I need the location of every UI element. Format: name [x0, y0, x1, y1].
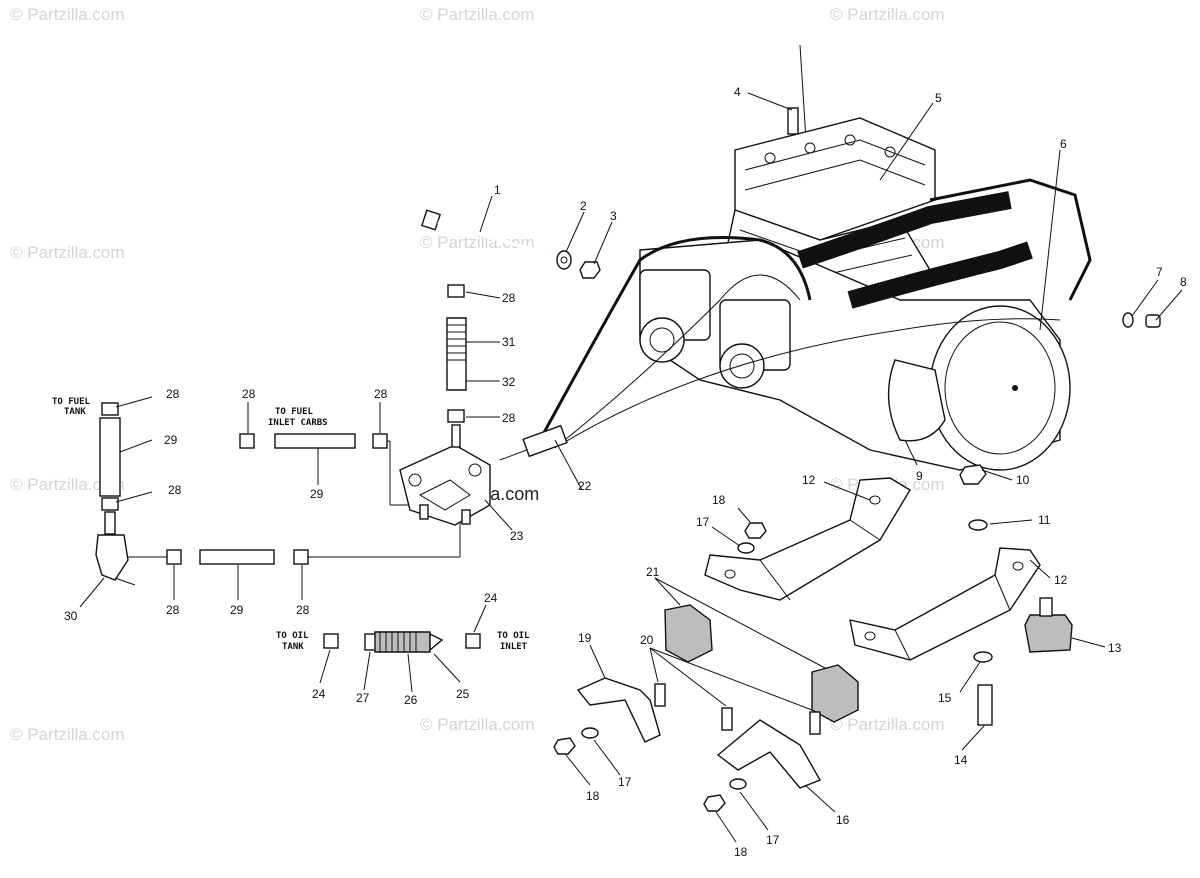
watermark: © Partzilla.com — [10, 243, 125, 262]
callout-28: 28 — [168, 483, 182, 497]
callout-1: 1 — [494, 183, 501, 197]
watermark: © Partzilla.com — [10, 475, 125, 494]
callout-17: 17 — [618, 775, 632, 789]
callout-18: 18 — [734, 845, 748, 859]
callout-24: 24 — [484, 591, 498, 605]
label-to-oil-tank: TO OIL — [276, 631, 309, 641]
oil-line — [323, 631, 481, 653]
watermark: © Partzilla.com — [420, 233, 535, 252]
label-to-oil-inlet: TO OIL — [497, 631, 530, 641]
callout-28: 28 — [242, 387, 256, 401]
callout-13: 13 — [1108, 641, 1122, 655]
watermark: © Partzilla.com — [420, 715, 535, 734]
watermark: © Partzilla.com — [420, 5, 535, 24]
leader-lines — [79, 92, 1183, 843]
callout-4: 4 — [734, 85, 741, 99]
callout-14: 14 — [954, 753, 968, 767]
callout-28: 28 — [374, 387, 388, 401]
direction-labels: TO FUEL TANK TO FUEL INLET CARBS TO OIL … — [52, 397, 530, 652]
callout-24: 24 — [312, 687, 326, 701]
engine-mounts — [704, 477, 1041, 661]
callout-29: 29 — [230, 603, 244, 617]
watermark: © Partzilla.com — [830, 5, 945, 24]
callout-2: 2 — [580, 199, 587, 213]
engine-illustration — [499, 44, 1161, 471]
callout-19: 19 — [578, 631, 592, 645]
callout-3: 3 — [610, 209, 617, 223]
callout-17: 17 — [766, 833, 780, 847]
callout-28: 28 — [166, 603, 180, 617]
callout-32: 32 — [502, 375, 516, 389]
label-to-fuel-inlet: TO FUEL — [275, 407, 314, 417]
bolt-assembly — [420, 209, 601, 279]
label-to-fuel-tank: TANK — [64, 407, 86, 417]
callout-17: 17 — [696, 515, 710, 529]
callout-25: 25 — [456, 687, 470, 701]
callout-16: 16 — [836, 813, 850, 827]
callout-9: 9 — [916, 469, 923, 483]
callout-28: 28 — [502, 411, 516, 425]
callout-numbers: 1 2 3 4 5 6 7 8 9 10 11 12 12 13 14 15 1… — [64, 85, 1187, 859]
callout-28: 28 — [166, 387, 180, 401]
callout-26: 26 — [404, 693, 418, 707]
watermark: © Partzilla.com — [10, 725, 125, 744]
callout-23: 23 — [510, 529, 524, 543]
callout-30: 30 — [64, 609, 78, 623]
callout-20: 20 — [640, 633, 654, 647]
label-to-oil-tank: TANK — [282, 642, 304, 652]
callout-29: 29 — [310, 487, 324, 501]
callout-28: 28 — [296, 603, 310, 617]
callout-12: 12 — [1054, 573, 1068, 587]
watermark: © Partzilla.com — [10, 5, 125, 24]
label-to-fuel-inlet: INLET CARBS — [268, 418, 328, 428]
callout-21: 21 — [646, 565, 660, 579]
callout-12: 12 — [802, 473, 816, 487]
callout-22: 22 — [578, 479, 592, 493]
label-to-oil-inlet: INLET — [500, 642, 528, 652]
callout-29: 29 — [164, 433, 178, 447]
mount-hardware — [553, 464, 1073, 812]
callout-31: 31 — [502, 335, 516, 349]
callout-18: 18 — [712, 493, 726, 507]
callout-27: 27 — [356, 691, 370, 705]
label-to-fuel-tank: TO FUEL — [52, 397, 91, 407]
fuel-lines — [95, 284, 491, 586]
callout-18: 18 — [586, 789, 600, 803]
watermark: © Partzilla.com — [830, 715, 945, 734]
callout-10: 10 — [1016, 473, 1030, 487]
callout-6: 6 — [1060, 137, 1067, 151]
callout-7: 7 — [1156, 265, 1163, 279]
callout-11: 11 — [1038, 513, 1051, 527]
callout-15: 15 — [938, 691, 952, 705]
callout-8: 8 — [1180, 275, 1187, 289]
callout-5: 5 — [935, 91, 942, 105]
callout-28: 28 — [502, 291, 516, 305]
